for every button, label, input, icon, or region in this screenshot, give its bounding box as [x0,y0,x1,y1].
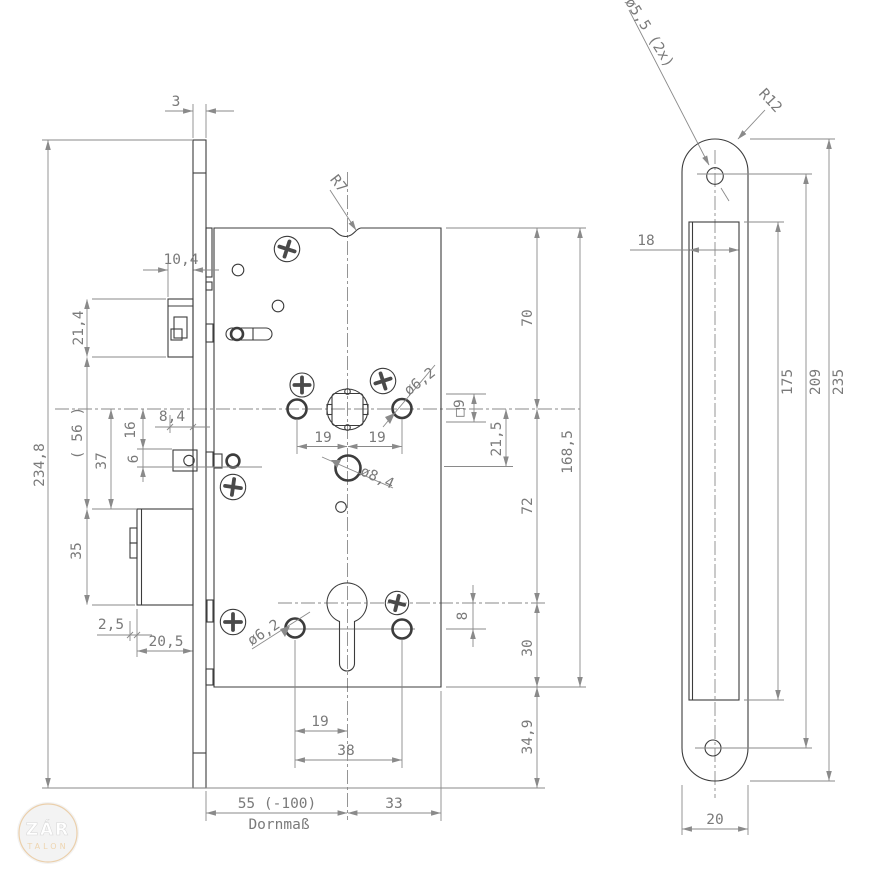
dim-38: 38 [295,743,402,763]
lock-case-outline [213,227,442,688]
dim-label: 21,5 [489,422,505,457]
dim-label: 8,4 [159,409,185,425]
spindle-follower [326,388,369,431]
dim-label: 168,5 [560,430,576,474]
dim-2-5: 2,5 [97,609,152,657]
hole-8-4 [334,454,362,482]
dim-label: 2,5 [98,617,124,633]
dim-label: 30 [520,639,536,656]
dim-label: 234,8 [32,443,48,487]
dim-square-9: □9 [446,393,486,423]
faceplate-outline [681,138,749,782]
dim-label: 19 [311,714,328,730]
hole-6-2-left [286,398,308,420]
forend-plate-edge [192,139,214,789]
dim-label: 72 [520,497,536,514]
dim-label: 37 [94,452,110,469]
dim-label: ø5,5 (2x) [621,0,676,71]
leader-dia-6-2-upper: ø6,2 [382,364,439,428]
dim-label: □9 [452,399,468,416]
dim-label: 34,9 [520,720,536,755]
dim-latch-protrusion: 10,4 [143,252,219,297]
dim-label: 19 [314,430,331,446]
dim-label: 209 [808,369,824,395]
screw-icon [219,473,247,501]
dim-label: 8 [455,612,471,621]
dim-label: 16 [123,421,139,438]
dim-20: 20 [681,785,749,835]
logo-ring [18,803,78,863]
logo-text-sub: TALON [26,842,68,851]
dim-label: Dornmaß [248,817,309,833]
dim-latch-height: 21,4 [71,298,166,358]
lock-body-view: 3 10,4 21,4 ( 56 ) 37 35 [32,94,586,833]
dim-label: 55 (-100) [238,796,317,812]
dim-label: R7 [326,172,349,196]
fixing-holes [231,263,413,640]
dim-right-column: 70 21,5 72 8 30 34,9 168,5 [444,227,586,788]
dim-19-lower: 19 [294,640,403,768]
dim-label: 19 [368,430,385,446]
spring-slot [225,326,273,342]
deadbolt [129,508,194,606]
euro-cylinder-hole [326,582,368,672]
leader-dia-6-2-lower: ø6,2 [245,611,311,650]
dim-label: 35 [69,542,85,559]
phillips-screws [219,235,410,636]
dim-6: 6 [126,449,262,482]
logo-text-main: ZÁR [26,818,71,840]
dim-19-upper: 19 19 [296,419,403,454]
screw-icon [369,367,397,395]
screw-icon [273,235,301,263]
dim-label: 235 [831,369,847,395]
dim-label: 18 [637,233,654,249]
faceplate-screw-hole-top [706,167,724,185]
rivet-hole [231,263,245,277]
faceplate-view: 18 175 209 235 20 ø5,5 (2x) [621,0,847,835]
screw-icon [219,608,247,636]
hole-6-2-lower-right [391,618,413,640]
dim-backset: 55 (-100) 33 Dornmaß [205,691,442,833]
dim-37: 37 [92,409,137,510]
dim-faceplate-heights: 175 209 235 [724,138,847,782]
dim-label: ø6,2 [245,617,283,649]
dim-label: R12 [755,86,785,116]
screw-icon [384,590,410,616]
leader-r12: R12 [737,86,785,140]
dim-label: 10,4 [164,252,199,268]
rivet-hole [271,299,285,313]
leader-r7: R7 [326,172,357,231]
dim-label: 175 [780,369,796,395]
rivet-hole [335,501,347,513]
dim-label: ø6,2 [401,365,438,399]
faceplate-recess [688,221,740,701]
dim-label: 3 [172,94,181,110]
dim-35: 35 [69,509,135,606]
screw-icon [289,372,315,398]
dim-label: 70 [520,309,536,326]
dim-label: 38 [337,743,354,759]
logo-circle [17,802,79,864]
dim-label: 21,4 [71,310,87,345]
dim-20-5: 20,5 [137,634,193,654]
leader-dia-5-5: ø5,5 (2x) [621,0,730,202]
dim-total-height: 234,8 [32,139,545,789]
dim-label: ø8,4 [358,464,397,493]
hole-6-2-right [391,397,413,420]
dim-label: 20,5 [149,634,184,650]
logo-watermark: ZÁR TALON [17,802,79,864]
latch-bolt [167,298,194,358]
dim-label: 6 [126,455,142,464]
dim-label: ( 56 ) [70,407,86,459]
dim-8-4: 8,4 [155,409,210,433]
dim-label: 33 [385,796,402,812]
dim-ref-56: ( 56 ) [70,357,90,509]
dim-label: 20 [706,812,723,828]
dim-plate-thickness: 3 [165,94,234,138]
dim-18: 18 [630,233,739,253]
